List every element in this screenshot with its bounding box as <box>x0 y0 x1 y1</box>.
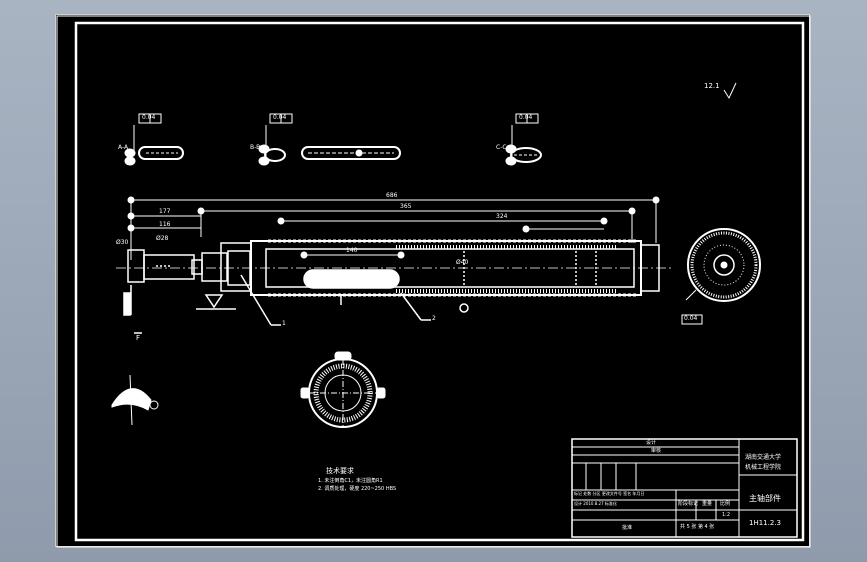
dim-dia3: Ø40 <box>456 259 469 266</box>
section-view-1 <box>124 113 184 166</box>
leader-1: 1 <box>282 320 286 327</box>
section-label-b: B-B <box>250 144 261 151</box>
view-label-f: F <box>136 334 141 342</box>
signature-row-2: 设计 2010.8.27 标准化 <box>574 501 617 506</box>
end-view <box>681 228 761 325</box>
roughness-symbol <box>723 82 737 100</box>
dim-left-b: 116 <box>159 221 171 228</box>
shaft-body <box>116 239 671 334</box>
title-school: 湖南交通大学 <box>745 454 782 461</box>
cad-drawing <box>56 15 811 548</box>
tech-requirements-title: 技术要求 <box>326 467 354 475</box>
tolerance-box-2: 0.04 <box>273 114 287 121</box>
tolerance-box-3: 0.04 <box>519 114 533 121</box>
dim-right-a: 324 <box>496 213 508 220</box>
weight-label: 重量 <box>702 501 713 507</box>
title-block <box>571 438 798 538</box>
tolerance-box-1: 0.04 <box>142 114 156 121</box>
title-header-2: 审核 <box>651 448 662 454</box>
dim-dia: Ø30 <box>116 239 129 246</box>
roughness-label: 12.1 <box>704 82 720 90</box>
leader-2: 2 <box>432 315 436 322</box>
dimension-lines <box>127 196 660 260</box>
tech-requirements-line-2: 2. 调质处理，硬度 220~250 HBS <box>318 486 397 492</box>
signature-row-1: 标记 处数 分区 更改文件号 签名 年月日 <box>574 491 645 496</box>
ratio-label: 比例 <box>720 501 731 507</box>
dim-main: 365 <box>400 203 412 210</box>
tech-requirements-line-1: 1. 未注倒角C1，未注圆角R1 <box>318 478 383 484</box>
drawing-name: 主轴部件 <box>749 494 781 503</box>
section-label-a: A-A <box>118 144 129 151</box>
section-view-3 <box>505 113 542 166</box>
section-view-bottom <box>300 351 386 428</box>
section-label-c: C-C <box>496 144 507 151</box>
drawing-sheet: 12.1 0.04 0.04 0.04 0.04 A-A B-B C-C 686… <box>55 14 811 548</box>
detail-view <box>111 374 159 426</box>
outer-frame <box>56 15 811 548</box>
sheet-info: 共 5 张 第 4 张 <box>680 524 715 530</box>
title-department: 机械工程学院 <box>745 464 782 471</box>
inner-frame <box>74 21 805 542</box>
stage-label: 阶段标记 <box>678 501 699 507</box>
dim-left-a: 177 <box>159 208 171 215</box>
dim-slot: 140 <box>346 247 358 254</box>
section-view-2 <box>258 113 401 166</box>
scale-value: 1:2 <box>722 512 731 518</box>
tolerance-box-4: 0.04 <box>684 315 698 322</box>
title-header-1: 设计 <box>646 440 657 446</box>
dim-dia2: Ø28 <box>156 235 169 242</box>
dim-overall: 686 <box>386 192 398 199</box>
drawing-number: 1H11.2.3 <box>749 519 781 527</box>
approve-label: 批准 <box>622 525 633 531</box>
